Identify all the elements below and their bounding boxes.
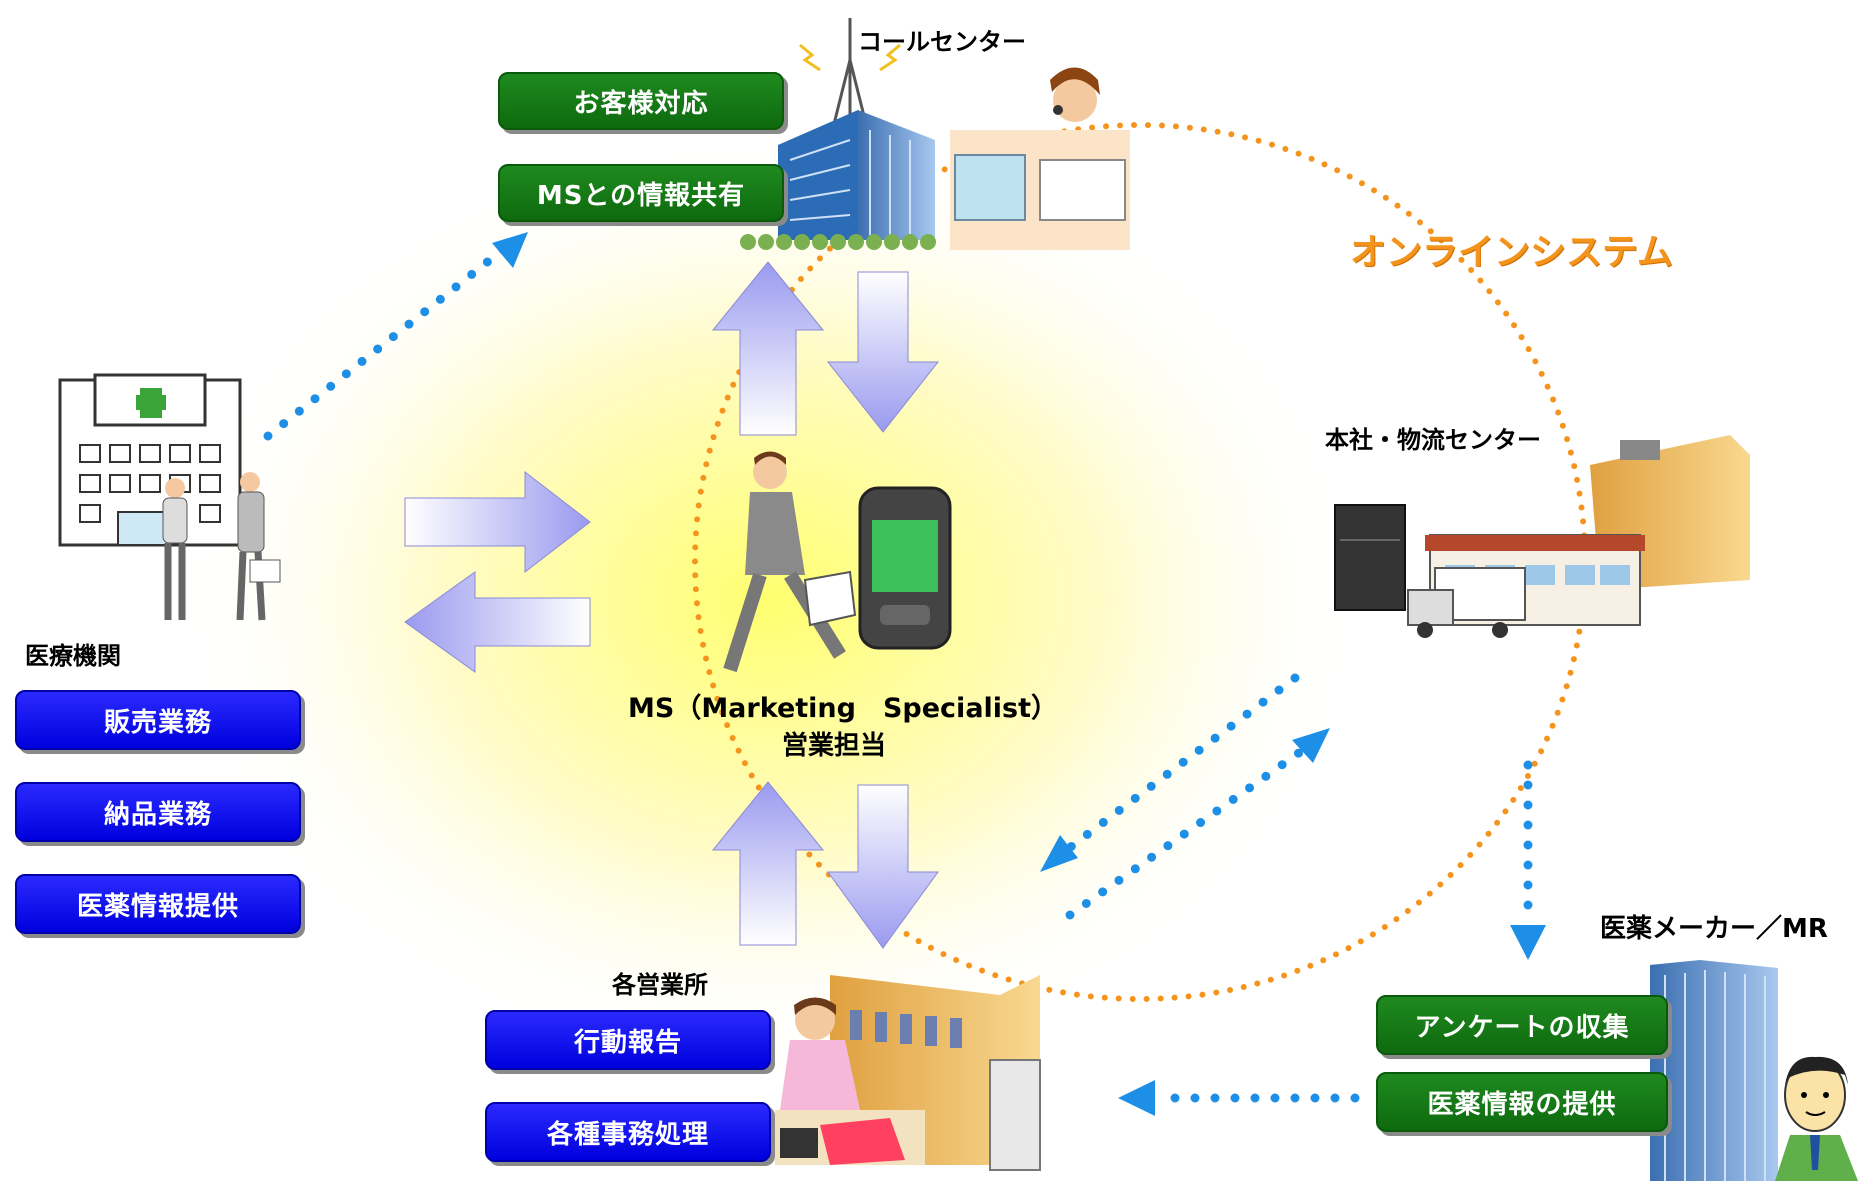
- branch-office-icon: [775, 975, 1041, 1171]
- medical-institution-label: 医療機関: [25, 642, 121, 670]
- branch-task-admin: 各種事務処理: [485, 1102, 771, 1162]
- call-center-task-customer: お客様対応: [498, 72, 784, 130]
- left-arrow: [404, 571, 591, 673]
- hospital-icon: [58, 373, 242, 547]
- hq-logistics-icon: [1334, 435, 1750, 638]
- maker-task-survey: アンケートの収集: [1376, 995, 1668, 1055]
- mr-person-icon: [1775, 1056, 1858, 1181]
- maker-task-info: 医薬情報の提供: [1376, 1072, 1668, 1132]
- down-arrow-bottom: [827, 784, 939, 949]
- up-arrow-bottom: [711, 781, 825, 946]
- blue-arrowheads: [492, 232, 1546, 1116]
- center-glow: [170, 130, 1370, 1070]
- online-system-label: オンラインシステム: [1350, 232, 1673, 273]
- call-center-building-icon: [740, 18, 936, 250]
- down-arrow-top: [826, 271, 940, 433]
- operator-icon: [950, 67, 1130, 250]
- up-arrow-top: [711, 261, 825, 436]
- branch-label: 各営業所: [612, 971, 708, 999]
- call-center-task-share: MSとの情報共有: [498, 164, 784, 222]
- sales-rep-label: 営業担当: [782, 731, 887, 761]
- medical-task-delivery: 納品業務: [15, 782, 301, 842]
- maker-building-icon: [1650, 960, 1778, 1181]
- pda-device-icon: [858, 486, 952, 650]
- ms-label: MS（Marketing Specialist）: [628, 693, 1059, 724]
- branch-task-report: 行動報告: [485, 1010, 771, 1070]
- maker-label: 医薬メーカー／MR: [1600, 914, 1828, 944]
- block-arrows: [404, 261, 940, 949]
- medical-task-info: 医薬情報提供: [15, 874, 301, 934]
- ms-walking-man-icon: [723, 451, 857, 673]
- hq-label: 本社・物流センター: [1325, 426, 1541, 454]
- medical-task-sales: 販売業務: [15, 690, 301, 750]
- staff-figures-icon: [162, 472, 281, 621]
- blue-dotted-arrows: [263, 243, 1533, 1103]
- right-arrow: [404, 470, 591, 574]
- call-center-label: コールセンター: [858, 28, 1026, 56]
